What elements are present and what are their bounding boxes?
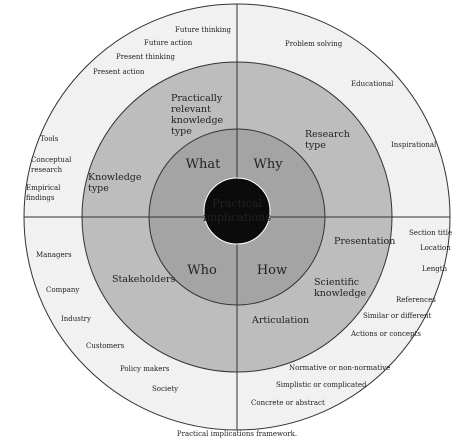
quadrant-what: What [186, 157, 221, 172]
label-empirical-findings: Empirical findings [26, 184, 63, 202]
label-actions-or-concepts: Actions or concepts [350, 330, 421, 338]
label-inspirational: Inspirational [391, 141, 437, 149]
label-similar-or-different: Similar or different [363, 312, 432, 320]
label-simplistic-or-complicated: Simplistic or complicated [276, 381, 367, 389]
center-label-line2: implications [203, 211, 271, 224]
label-policy-makers: Policy makers [120, 365, 170, 373]
label-stakeholders: Stakeholders [112, 274, 175, 285]
label-length: Length [422, 265, 448, 273]
label-normative-or-non-normative: Normative or non-normative [289, 364, 390, 372]
label-conceptual-research: Conceptual research [31, 156, 74, 174]
label-tools: Tools [40, 135, 59, 143]
label-references: References [396, 296, 436, 304]
label-knowledge-type: Knowledge type [88, 172, 145, 194]
label-location: Location [420, 244, 451, 252]
label-present-thinking: Present thinking [116, 53, 176, 61]
quadrant-why: Why [253, 157, 283, 172]
label-concrete-or-abstract: Concrete or abstract [251, 399, 325, 407]
label-company: Company [46, 286, 79, 294]
label-future-action: Future action [144, 39, 193, 47]
label-scientific-knowledge: Scientific knowledge [314, 277, 367, 299]
label-future-thinking: Future thinking [175, 26, 231, 34]
quadrant-who: Who [187, 263, 217, 278]
label-practically-relevant-knowledge-type: Practically relevant knowledge type [171, 93, 226, 137]
label-section-title: Section title [409, 229, 452, 237]
label-presentation: Presentation [334, 236, 395, 247]
label-managers: Managers [36, 251, 72, 259]
label-educational: Educational [351, 80, 394, 88]
label-research-type: Research type [305, 129, 353, 151]
label-problem-solving: Problem solving [285, 40, 343, 48]
label-society: Society [152, 385, 178, 393]
center-label-line1: Practical [212, 197, 262, 210]
quadrant-how: How [257, 263, 287, 278]
center-circle [203, 177, 271, 245]
label-customers: Customers [86, 342, 125, 350]
label-articulation: Articulation [251, 315, 309, 326]
label-present-action: Present action [93, 68, 145, 76]
figure-caption: Practical implications framework. [176, 430, 298, 438]
label-industry: Industry [61, 315, 91, 323]
